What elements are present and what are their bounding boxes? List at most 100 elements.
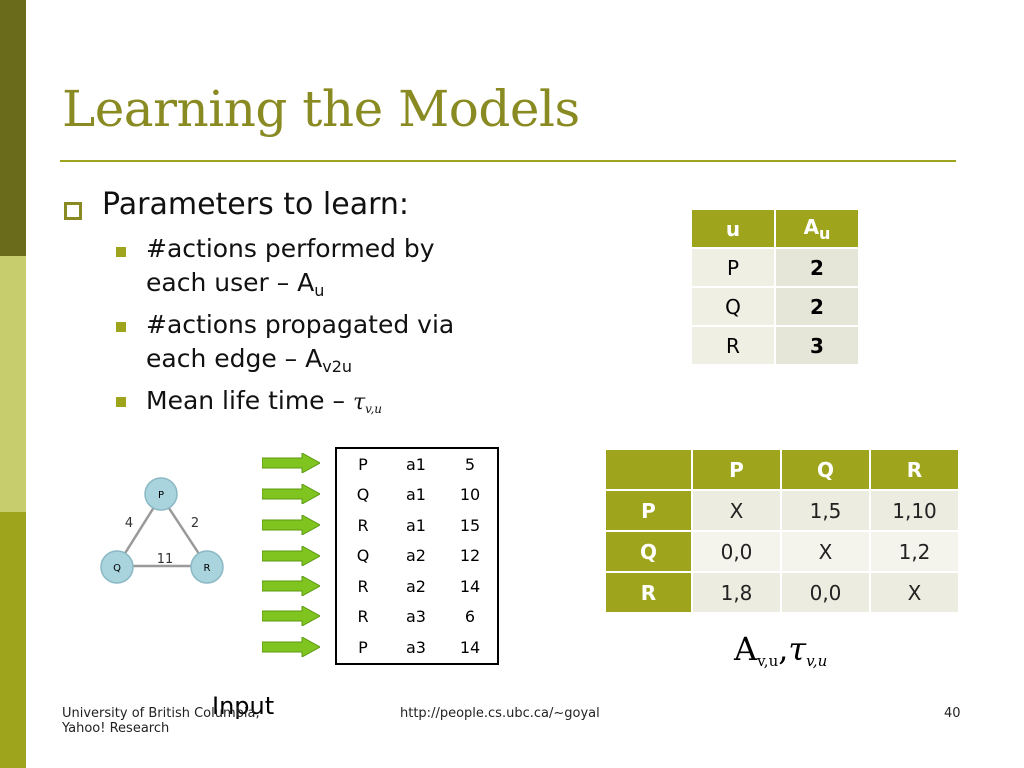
matrix-corner-header: [604, 448, 693, 491]
log-cell-time: 14: [459, 637, 481, 657]
au-header-u: u: [690, 208, 776, 249]
log-cell-action: a3: [406, 607, 426, 627]
node-r-label: R: [204, 563, 211, 574]
arrow-right-icon: [262, 453, 320, 473]
log-cell-time: 10: [459, 485, 481, 505]
sub-bullet-actions-propagated: #actions propagated via each edge – Av2u: [146, 308, 526, 384]
au-header-a: Au: [774, 208, 860, 249]
arrow-right-icon: [262, 484, 320, 504]
matrix-cell: 1,10: [869, 489, 960, 532]
au-cell-count: 3: [774, 325, 860, 366]
matrix-col-header: P: [691, 448, 782, 491]
main-bullet-text: Parameters to learn:: [102, 187, 410, 222]
matrix-col-header: R: [869, 448, 960, 491]
log-cell-user: Q: [356, 546, 370, 566]
au-header-a-text: A: [803, 214, 820, 239]
log-cell-time: 12: [459, 546, 481, 566]
matrix-row-header: R: [604, 571, 693, 614]
arrow-right-icon: [262, 546, 320, 566]
au-cell-user: R: [690, 325, 776, 366]
sub-bullet-1-subscript: u: [314, 281, 325, 300]
log-cell-user: R: [357, 576, 369, 596]
matrix-cell: X: [691, 489, 782, 532]
hollow-square-bullet-icon: [64, 202, 82, 220]
title-divider: [60, 160, 956, 162]
log-cell-user: R: [357, 515, 369, 535]
log-cell-user: Q: [356, 485, 370, 505]
sub-bullet-1-line1: #actions performed by: [146, 234, 435, 263]
footer-org-line2: Yahoo! Research: [62, 721, 170, 736]
square-bullet-icon: [116, 397, 126, 407]
matrix-row-header: Q: [604, 530, 693, 573]
table-row: Q 0,0 X 1,2: [604, 530, 960, 573]
log-cell-time: 5: [464, 454, 476, 474]
edge-label-q-r: 11: [157, 552, 174, 567]
node-r: [190, 550, 224, 584]
arrow-right-icon: [262, 515, 320, 535]
slide-title: Learning the Models: [62, 80, 580, 138]
tau-symbol: τ: [352, 390, 366, 415]
edge-label-p-q: 4: [125, 516, 133, 531]
log-cell-time: 15: [459, 515, 481, 535]
log-cell-action: a2: [406, 546, 426, 566]
au-cell-count: 2: [774, 247, 860, 288]
matrix-cell: 0,0: [691, 530, 782, 573]
node-q: [100, 550, 134, 584]
arrow-right-icon: [262, 637, 320, 657]
side-bar-middle: [0, 256, 26, 512]
log-cell-user: P: [358, 637, 368, 657]
log-cell-action: a3: [406, 637, 426, 657]
matrix-cell: X: [780, 530, 871, 573]
formula-a: A: [734, 630, 758, 668]
square-bullet-icon: [116, 322, 126, 332]
sub-bullet-actions-performed: #actions performed by each user – Au: [146, 232, 526, 308]
square-bullet-icon: [116, 247, 126, 257]
log-cell-action: a1: [406, 454, 426, 474]
matrix-col-header: Q: [780, 448, 871, 491]
matrix-cell: X: [869, 571, 960, 614]
slide-number: 40: [944, 706, 961, 721]
node-q-label: Q: [113, 563, 121, 574]
matrix-row-header: P: [604, 489, 693, 532]
node-p: [144, 477, 178, 511]
matrix-cell: 1,5: [780, 489, 871, 532]
actions-per-user-table: u Au P 2 Q 2 R 3: [690, 208, 860, 366]
side-bar-top: [0, 0, 26, 256]
log-cell-time: 6: [464, 607, 476, 627]
log-cell-action: a1: [406, 515, 426, 535]
au-header-a-subscript: u: [819, 223, 831, 243]
table-row: P X 1,5 1,10: [604, 489, 960, 532]
footer-org-line1: University of British Columbia,: [62, 706, 260, 721]
propagation-matrix-table: P Q R P X 1,5 1,10 Q 0,0 X 1,2 R 1,8 0,0…: [604, 448, 960, 614]
edge-label-p-r: 2: [191, 516, 199, 531]
arrow-right-icon: [262, 576, 320, 596]
tau-subscript: v,u: [365, 402, 383, 416]
sub-bullet-2-line2: each edge – A: [146, 344, 323, 373]
log-cell-action: a1: [406, 485, 426, 505]
matrix-cell: 1,8: [691, 571, 782, 614]
formula-a-tau: Av,u,τv,u: [734, 630, 827, 670]
matrix-cell: 0,0: [780, 571, 871, 614]
formula-a-subscript: v,u: [757, 652, 779, 670]
formula-tau: τ: [788, 630, 807, 668]
footer-organization: University of British Columbia, Yahoo! R…: [62, 706, 260, 736]
table-row: R 1,8 0,0 X: [604, 571, 960, 614]
au-cell-user: Q: [690, 286, 776, 327]
matrix-cell: 1,2: [869, 530, 960, 573]
side-bar-bottom: [0, 512, 26, 768]
table-row: P 2: [690, 247, 860, 288]
sub-bullet-mean-life-time: Mean life time – τv,u: [146, 384, 526, 426]
arrow-right-icon: [262, 606, 320, 626]
input-label: Input: [212, 692, 275, 720]
table-row: R 3: [690, 325, 860, 366]
node-p-label: P: [158, 490, 164, 501]
formula-tau-subscript: v,u: [806, 652, 828, 670]
